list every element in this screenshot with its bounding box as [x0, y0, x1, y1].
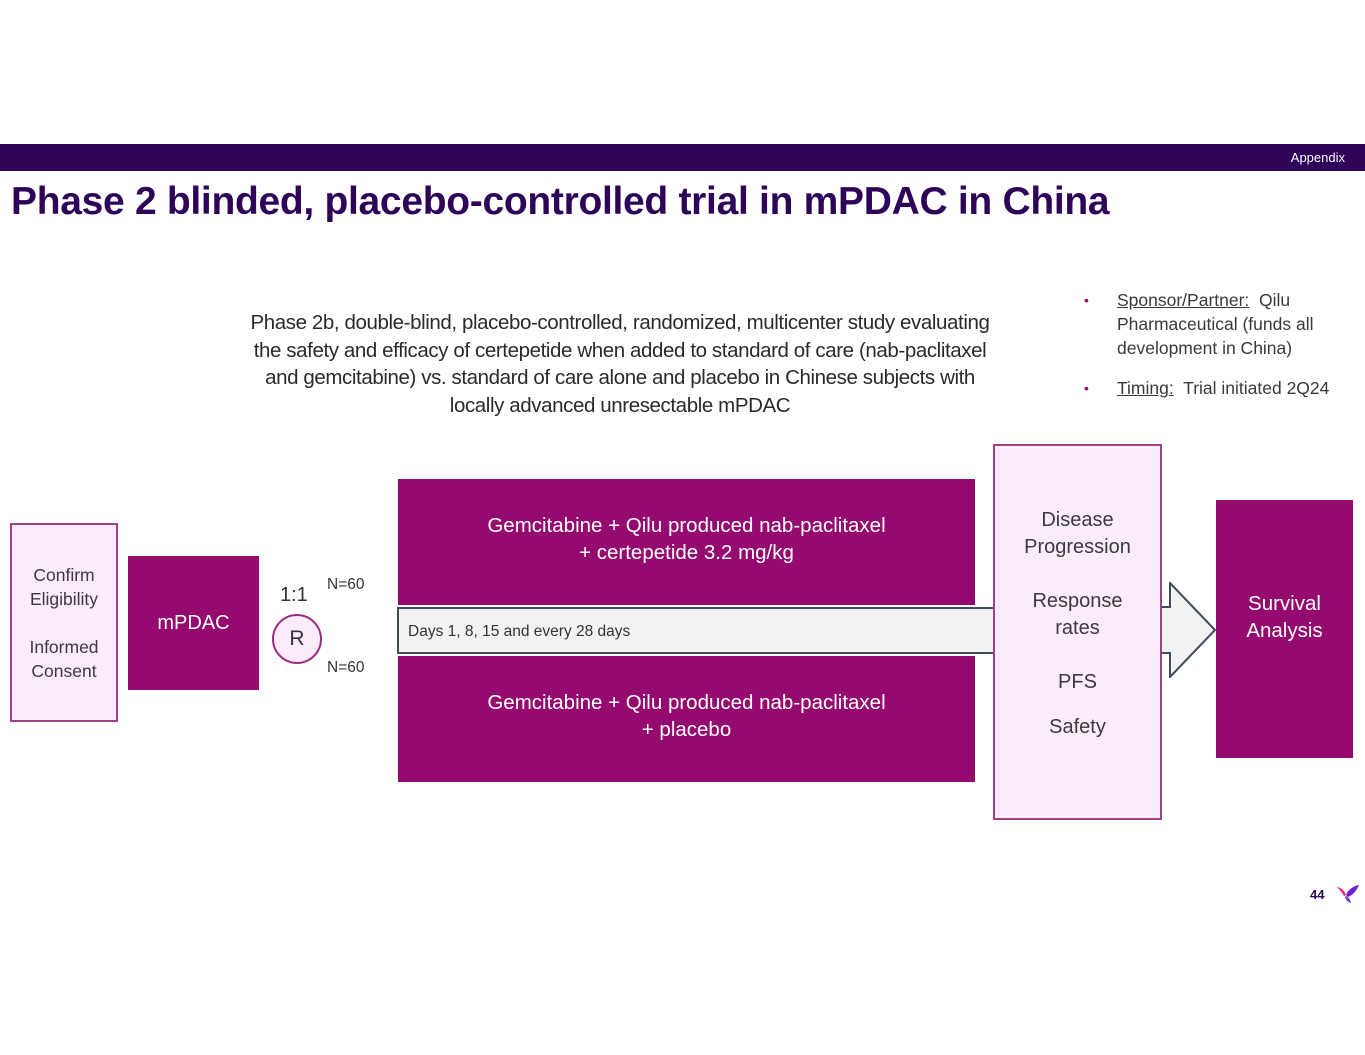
header-banner: Appendix — [0, 144, 1365, 171]
arrow-head-icon — [1158, 582, 1217, 678]
section-label: Appendix — [1290, 150, 1345, 165]
eligibility-line: Confirm — [33, 564, 95, 585]
schedule-bar: Days 1, 8, 15 and every 28 days — [397, 607, 997, 654]
endpoint-item: Disease Progression — [1024, 507, 1131, 561]
bullet-value: Qilu Pharmaceutical (funds all developme… — [1117, 290, 1314, 358]
randomization-ratio: 1:1 — [280, 584, 308, 606]
randomization-circle: R — [272, 614, 322, 664]
bullet-dot-icon: • — [1084, 380, 1089, 396]
arm-line: Gemcitabine + Qilu produced nab-paclitax… — [487, 513, 886, 537]
arm-box-placebo: Gemcitabine + Qilu produced nab-paclitax… — [398, 656, 975, 782]
arm-line: Gemcitabine + Qilu produced nab-paclitax… — [487, 690, 886, 714]
endpoint-line: Response — [1032, 590, 1123, 612]
arm-box-certepetide: Gemcitabine + Qilu produced nab-paclitax… — [398, 479, 975, 605]
endpoint-item: PFS — [1058, 669, 1097, 696]
bullet-key: Sponsor/Partner: — [1117, 290, 1250, 310]
randomization-symbol: R — [289, 627, 305, 650]
endpoint-line: Progression — [1024, 536, 1131, 558]
population-box: mPDAC — [128, 556, 259, 690]
endpoint-item: Response rates — [1032, 588, 1122, 642]
survival-line: Survival — [1248, 591, 1321, 615]
page-title: Phase 2 blinded, placebo-controlled tria… — [11, 180, 1110, 223]
arm-line: + certepetide 3.2 mg/kg — [579, 541, 794, 564]
endpoint-line: PFS — [1058, 671, 1097, 693]
endpoint-item: Safety — [1049, 714, 1106, 741]
bullet-key: Timing: — [1117, 378, 1174, 398]
page-number: 44 — [1310, 887, 1325, 902]
bullet-value: Trial initiated 2Q24 — [1183, 378, 1330, 398]
bullet-sponsor: • Sponsor/Partner: Qilu Pharmaceutical (… — [1084, 288, 1364, 360]
survival-analysis-box: Survival Analysis — [1216, 500, 1353, 758]
arm-n-top: N=60 — [327, 576, 365, 593]
endpoints-box: Disease Progression Response rates PFS S… — [993, 444, 1162, 820]
eligibility-line: Informed — [29, 636, 99, 657]
endpoint-line: rates — [1055, 617, 1100, 639]
endpoint-line: Safety — [1049, 716, 1106, 738]
schedule-label: Days 1, 8, 15 and every 28 days — [408, 623, 631, 640]
study-description: Phase 2b, double-blind, placebo-controll… — [250, 311, 990, 417]
bullet-timing: • Timing: Trial initiated 2Q24 — [1084, 376, 1364, 400]
survival-line: Analysis — [1246, 619, 1323, 642]
eligibility-line: Eligibility — [29, 588, 99, 609]
population-label: mPDAC — [157, 611, 230, 634]
endpoint-line: Disease — [1041, 509, 1114, 531]
arm-line: + placebo — [641, 718, 732, 741]
arm-n-bottom: N=60 — [327, 659, 365, 676]
bullet-dot-icon: • — [1084, 292, 1089, 308]
eligibility-box: Confirm Eligibility Informed Consent — [10, 523, 118, 722]
butterfly-logo-icon — [1337, 885, 1359, 903]
eligibility-line: Consent — [31, 660, 97, 681]
info-bullets: • Sponsor/Partner: Qilu Pharmaceutical (… — [1084, 288, 1364, 416]
